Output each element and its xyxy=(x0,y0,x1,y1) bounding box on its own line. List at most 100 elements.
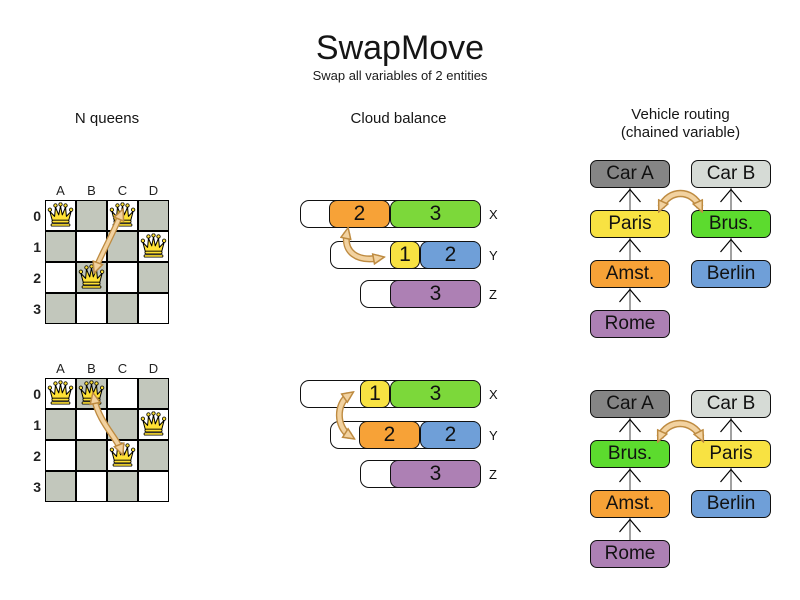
page-title: SwapMove xyxy=(315,29,485,67)
chain-box-rome: Rome xyxy=(590,310,670,338)
chain-link-arrowhead-icon xyxy=(720,188,742,203)
board-row-label: 2 xyxy=(33,270,41,286)
board-cell xyxy=(138,200,169,231)
chain-link-arrowhead-icon xyxy=(619,288,641,303)
section-header-nqueens: N queens xyxy=(74,110,140,127)
process-block: 3 xyxy=(390,200,481,228)
process-block: 2 xyxy=(359,421,420,449)
board-col-label: D xyxy=(148,183,159,198)
board-cell xyxy=(76,231,107,262)
board-cell xyxy=(45,262,76,293)
board-col-label: A xyxy=(56,183,65,198)
board-col-label: D xyxy=(148,361,159,376)
board-cell xyxy=(45,409,76,440)
board-cell xyxy=(45,200,76,231)
swap-arrow xyxy=(661,191,700,208)
board-cell xyxy=(45,471,76,502)
chain-link-arrowhead-icon xyxy=(619,518,641,533)
bar-axis-label: X xyxy=(489,207,498,222)
process-block: 3 xyxy=(390,280,481,308)
board-cell xyxy=(45,231,76,262)
board-row-label: 1 xyxy=(33,417,41,433)
board-cell xyxy=(76,200,107,231)
chain-box-carb: Car B xyxy=(691,390,771,418)
board-cell xyxy=(107,440,138,471)
board-cell xyxy=(138,409,169,440)
board-col-label: A xyxy=(56,361,65,376)
chain-box-brus: Brus. xyxy=(590,440,670,468)
chain-link-arrowhead-icon xyxy=(619,418,641,433)
board-cell xyxy=(107,231,138,262)
board-cell xyxy=(76,471,107,502)
chain-box-paris: Paris xyxy=(590,210,670,238)
board-cell xyxy=(45,440,76,471)
section-header-vehicle-line2: (chained variable) xyxy=(620,124,741,141)
board-cell xyxy=(107,378,138,409)
board-cell xyxy=(138,293,169,324)
chain-box-amst: Amst. xyxy=(590,490,670,518)
board-col-label: C xyxy=(117,361,128,376)
chain-link-arrowhead-icon xyxy=(720,468,742,483)
bar-axis-label: X xyxy=(489,387,498,402)
chain-link-arrowhead-icon xyxy=(720,418,742,433)
process-block: 2 xyxy=(420,241,481,269)
bar-axis-label: Z xyxy=(489,467,497,482)
board-row-label: 3 xyxy=(33,479,41,495)
chain-link-arrowhead-icon xyxy=(720,238,742,253)
board-cell xyxy=(107,471,138,502)
process-block: 1 xyxy=(390,241,420,269)
board-cell xyxy=(107,409,138,440)
bar-axis-label: Y xyxy=(489,428,498,443)
chain-box-rome: Rome xyxy=(590,540,670,568)
board-row-label: 2 xyxy=(33,448,41,464)
section-header-vehicle: Vehicle routing (chained variable) xyxy=(590,106,771,142)
board-cell xyxy=(45,293,76,324)
chain-box-carb: Car B xyxy=(691,160,771,188)
chain-box-paris: Paris xyxy=(691,440,771,468)
process-block: 3 xyxy=(390,380,481,408)
process-block: 3 xyxy=(390,460,481,488)
board-cell xyxy=(76,378,107,409)
process-block: 2 xyxy=(329,200,390,228)
board-row-label: 1 xyxy=(33,239,41,255)
board-cell xyxy=(76,262,107,293)
section-header-cloud: Cloud balance xyxy=(350,110,447,127)
board-cell xyxy=(138,231,169,262)
board-cell xyxy=(138,471,169,502)
board-cell xyxy=(45,378,76,409)
section-header-vehicle-line1: Vehicle routing xyxy=(631,106,730,123)
board-cell xyxy=(138,262,169,293)
chain-box-berlin: Berlin xyxy=(691,260,771,288)
board-col-label: B xyxy=(87,361,96,376)
chain-box-amst: Amst. xyxy=(590,260,670,288)
chain-box-cara: Car A xyxy=(590,390,670,418)
process-block: 2 xyxy=(420,421,481,449)
bar-axis-label: Y xyxy=(489,248,498,263)
chain-link-arrowhead-icon xyxy=(619,188,641,203)
swap-arrow xyxy=(660,421,701,438)
board-cell xyxy=(138,378,169,409)
bar-axis-label: Z xyxy=(489,287,497,302)
board-cell xyxy=(107,200,138,231)
swap-arrow-outline xyxy=(656,419,705,440)
board-cell xyxy=(76,440,107,471)
chain-links-layer xyxy=(619,188,742,540)
chain-box-cara: Car A xyxy=(590,160,670,188)
board-cell xyxy=(138,440,169,471)
chain-box-berlin: Berlin xyxy=(691,490,771,518)
chain-box-brus: Brus. xyxy=(691,210,771,238)
chain-link-arrowhead-icon xyxy=(619,468,641,483)
board-col-label: C xyxy=(117,183,128,198)
board-row-label: 0 xyxy=(33,386,41,402)
board-cell xyxy=(107,262,138,293)
board-col-label: B xyxy=(87,183,96,198)
chain-link-arrowhead-icon xyxy=(619,238,641,253)
page-subtitle: Swap all variables of 2 entities xyxy=(312,68,488,83)
board-row-label: 3 xyxy=(33,301,41,317)
board-cell xyxy=(107,293,138,324)
process-block: 1 xyxy=(360,380,390,408)
swap-arrow-outline xyxy=(657,189,704,209)
board-cell xyxy=(76,409,107,440)
board-cell xyxy=(76,293,107,324)
